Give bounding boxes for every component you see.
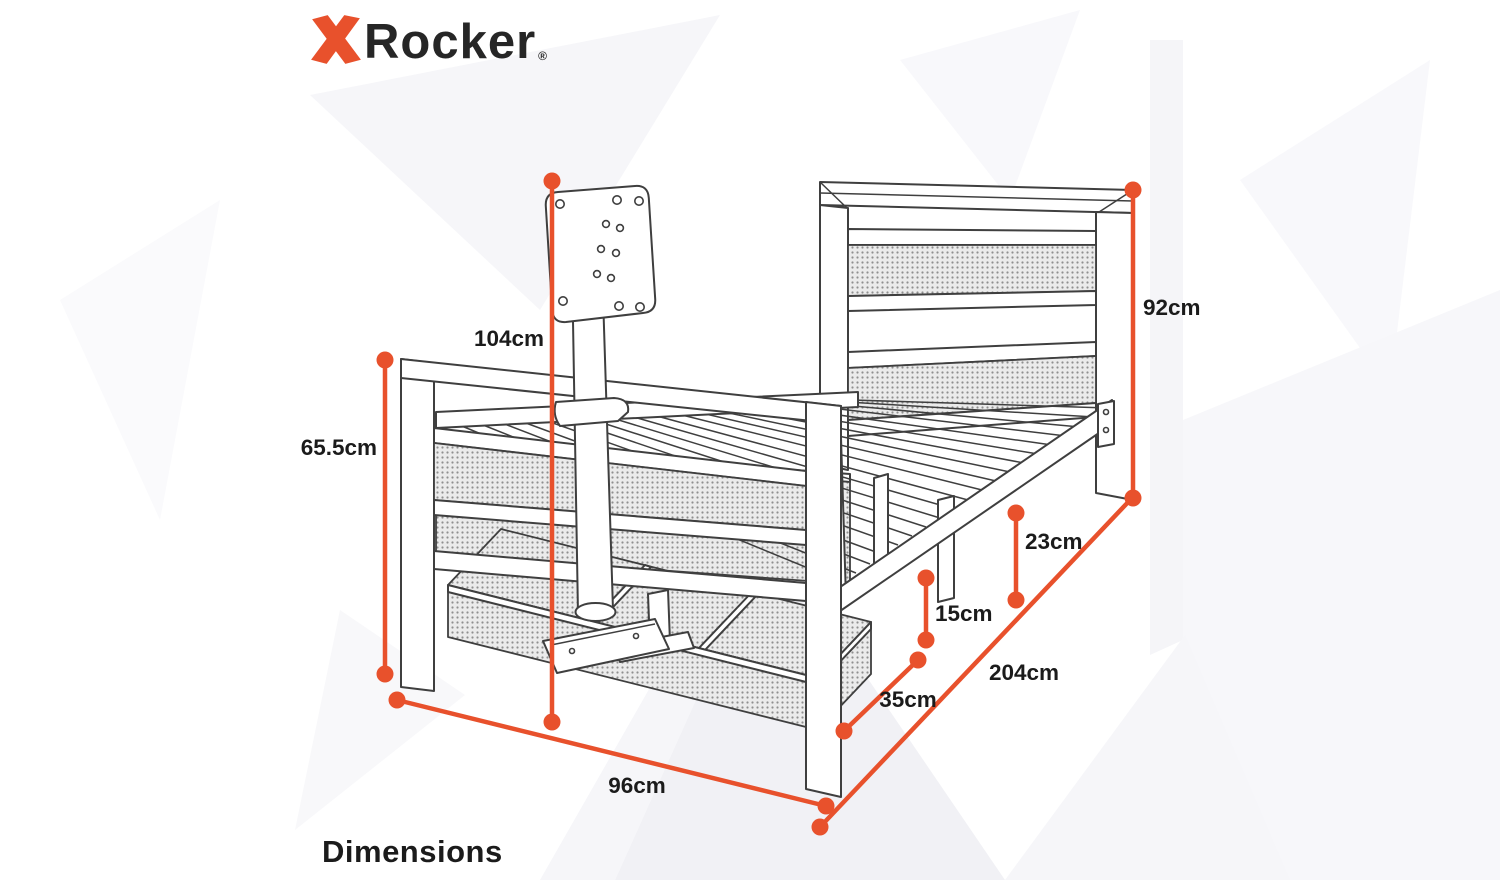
footboard-left-post xyxy=(400,358,435,692)
tv-mount-plate xyxy=(544,184,657,324)
dimension-underbed-clearance: 23cm xyxy=(1007,504,1083,609)
support-leg xyxy=(873,473,889,567)
side-rail-bracket xyxy=(1097,400,1115,448)
brand-name: Rocker xyxy=(364,15,537,70)
dim-label-headboard-height: 92cm xyxy=(1143,295,1201,320)
dimension-width: 96cm xyxy=(388,691,835,815)
footboard-right-post xyxy=(805,401,842,798)
dim-label-footboard-height: 65.5cm xyxy=(301,435,377,460)
footboard xyxy=(400,358,842,798)
pole-clamp xyxy=(553,397,630,427)
headboard-right-post xyxy=(1095,211,1134,501)
dimension-annotations: 104cm 92cm 65.5cm 23cm xyxy=(301,172,1201,836)
dim-label-basket-height: 15cm xyxy=(935,601,993,626)
dimension-length: 204cm xyxy=(811,496,1134,836)
dimension-basket-depth: 35cm xyxy=(835,651,937,740)
dim-label-length: 204cm xyxy=(989,660,1059,685)
headboard xyxy=(819,181,1134,501)
page-title: Dimensions xyxy=(322,834,503,869)
background-pattern xyxy=(60,10,1500,880)
dimension-tv-mount-height: 104cm xyxy=(474,172,561,731)
dim-label-width: 96cm xyxy=(608,773,666,798)
brand-logo: Rocker ® xyxy=(310,12,547,70)
dimension-footboard-height: 65.5cm xyxy=(301,351,394,683)
tv-mount xyxy=(542,184,695,674)
dimension-headboard-height: 92cm xyxy=(1124,181,1201,507)
x-rocker-x-icon xyxy=(311,15,361,64)
dim-label-tv-mount-height: 104cm xyxy=(474,326,544,351)
dimension-basket-height: 15cm xyxy=(917,569,993,649)
dim-label-basket-depth: 35cm xyxy=(879,687,937,712)
headboard-mesh-panel-upper xyxy=(847,244,1097,297)
registered-mark-icon: ® xyxy=(538,49,547,63)
dim-label-underbed-clearance: 23cm xyxy=(1025,529,1083,554)
